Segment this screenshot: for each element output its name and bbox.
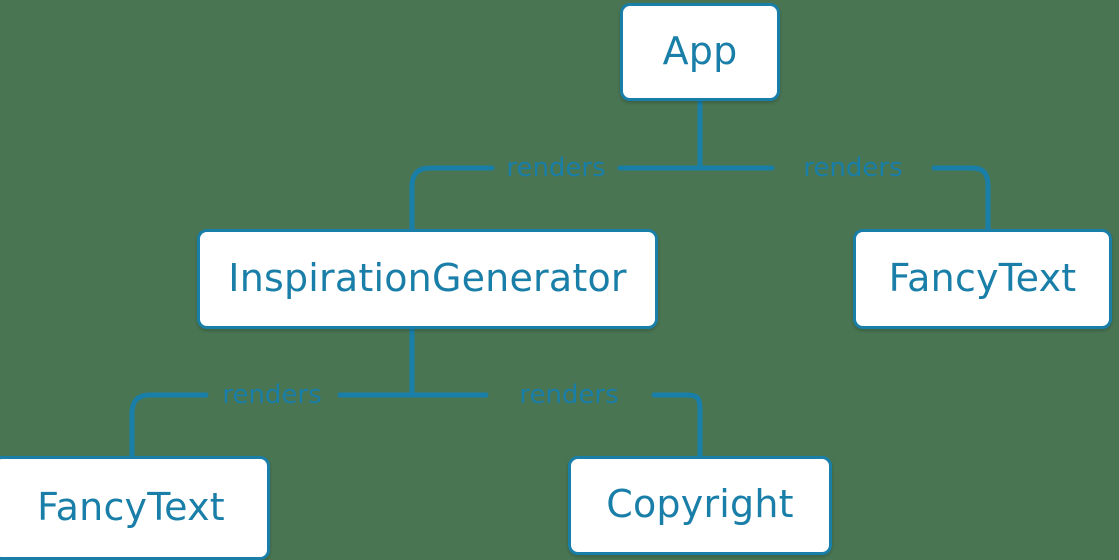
node-copyright-label: Copyright	[606, 482, 794, 526]
node-inspiration-generator[interactable]: InspirationGenerator	[197, 229, 658, 329]
node-fancytext-right[interactable]: FancyText	[853, 229, 1112, 329]
node-app-label: App	[662, 28, 738, 73]
node-fancytext-left-label: FancyText	[37, 484, 225, 529]
node-fancytext-left[interactable]: FancyText	[0, 456, 270, 560]
edge-label-inspirationgenerator-copyright: renders	[519, 380, 619, 410]
edge-inspirationgenerator-to-fancytext-left	[129, 392, 415, 459]
node-app[interactable]: App	[620, 3, 780, 101]
node-copyright[interactable]: Copyright	[568, 456, 832, 555]
edge-inspirationgenerator-to-copyright	[409, 392, 703, 459]
edge-label-app-fancytext-right: renders	[803, 153, 903, 183]
edge-label-app-inspirationgenerator: renders	[506, 153, 606, 183]
edge-app-to-fancytext-right	[697, 165, 991, 232]
node-fancytext-right-label: FancyText	[888, 255, 1077, 300]
edge-app-to-inspirationgenerator	[409, 165, 703, 232]
node-inspiration-generator-label: InspirationGenerator	[228, 255, 627, 300]
edge-label-inspirationgenerator-fancytext-left: renders	[222, 380, 322, 410]
